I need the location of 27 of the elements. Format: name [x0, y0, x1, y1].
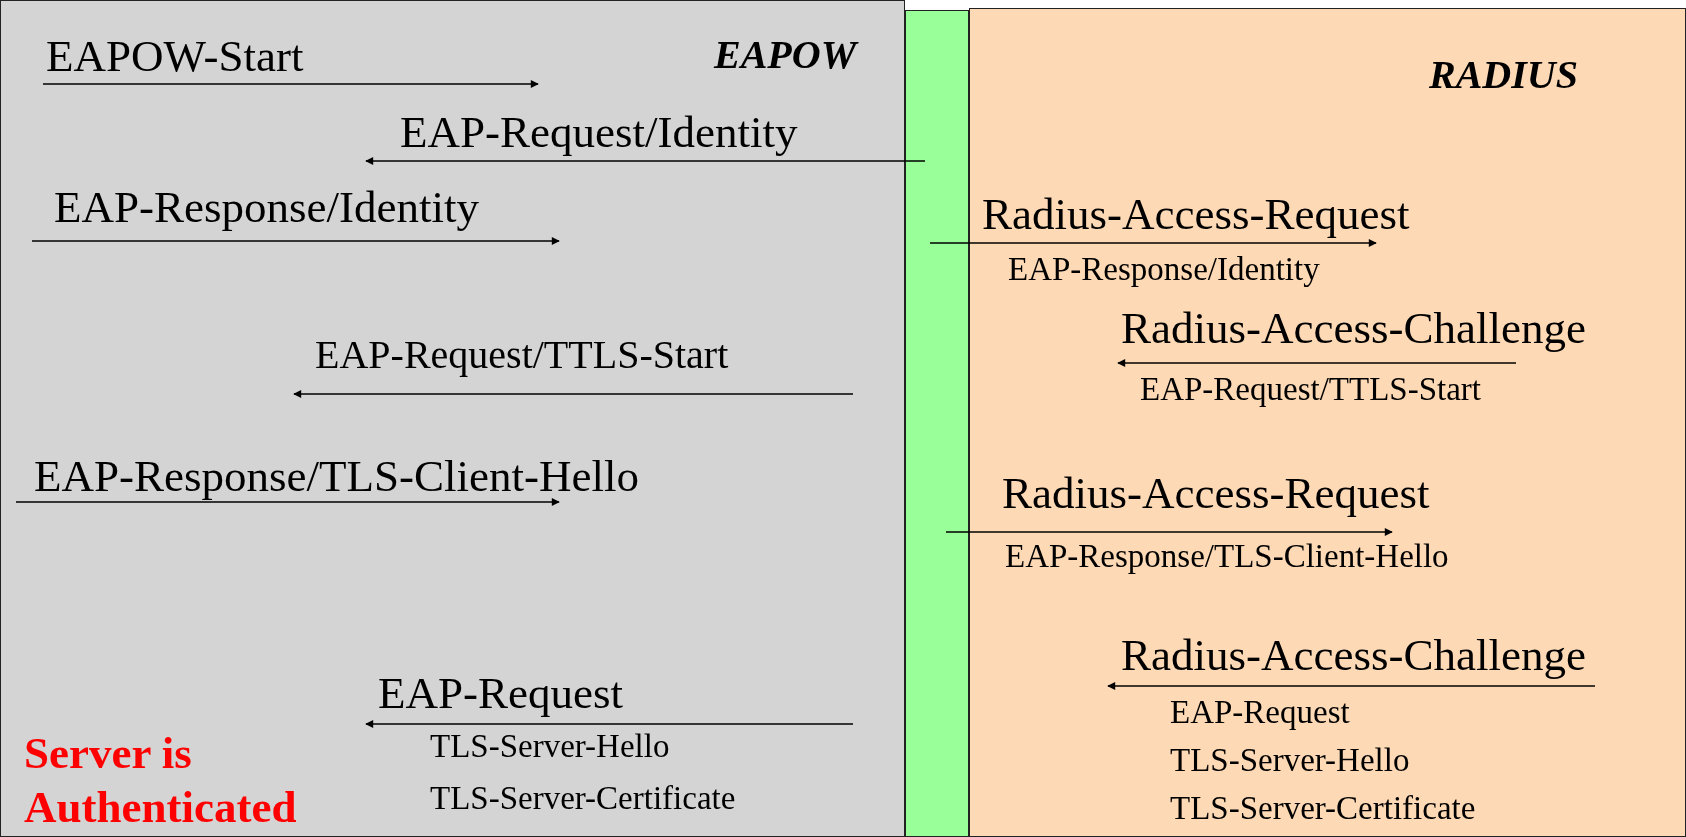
message-detail: TLS-Server-Hello — [1170, 742, 1410, 779]
message-detail: EAP-Response/Identity — [1008, 251, 1320, 288]
panel-heading: EAPOW — [714, 31, 857, 78]
message-label: Radius-Access-Request — [982, 190, 1410, 240]
message-label: EAP-Request — [378, 669, 623, 719]
arrow — [365, 157, 926, 165]
message-detail: EAP-Request — [1170, 694, 1350, 731]
message-label: Radius-Access-Challenge — [1121, 631, 1586, 681]
message-label: EAPOW-Start — [46, 32, 304, 82]
message-detail: TLS-Server-Hello — [430, 728, 670, 765]
message-label: EAP-Response/TLS-Client-Hello — [34, 452, 639, 502]
arrow — [945, 528, 1393, 536]
message-detail: TLS-Server-Certificate — [1170, 790, 1476, 827]
message-label: EAP-Request/TTLS-Start — [315, 333, 729, 377]
divider-bar — [905, 10, 969, 837]
message-label: Radius-Access-Challenge — [1121, 304, 1586, 354]
message-label: Radius-Access-Request — [1002, 469, 1430, 519]
message-label: EAP-Response/Identity — [54, 183, 479, 233]
message-detail: TLS-Server-Certificate — [430, 780, 736, 817]
radius-panel — [969, 8, 1686, 837]
message-detail: EAP-Response/TLS-Client-Hello — [1005, 538, 1449, 575]
status-note: Server is Authenticated — [24, 727, 298, 834]
arrow — [929, 239, 1377, 247]
message-detail: EAP-Request/TTLS-Start — [1140, 371, 1481, 408]
panel-heading: RADIUS — [1429, 51, 1578, 98]
message-label: EAP-Request/Identity — [400, 108, 798, 158]
eapow-panel — [0, 0, 905, 837]
